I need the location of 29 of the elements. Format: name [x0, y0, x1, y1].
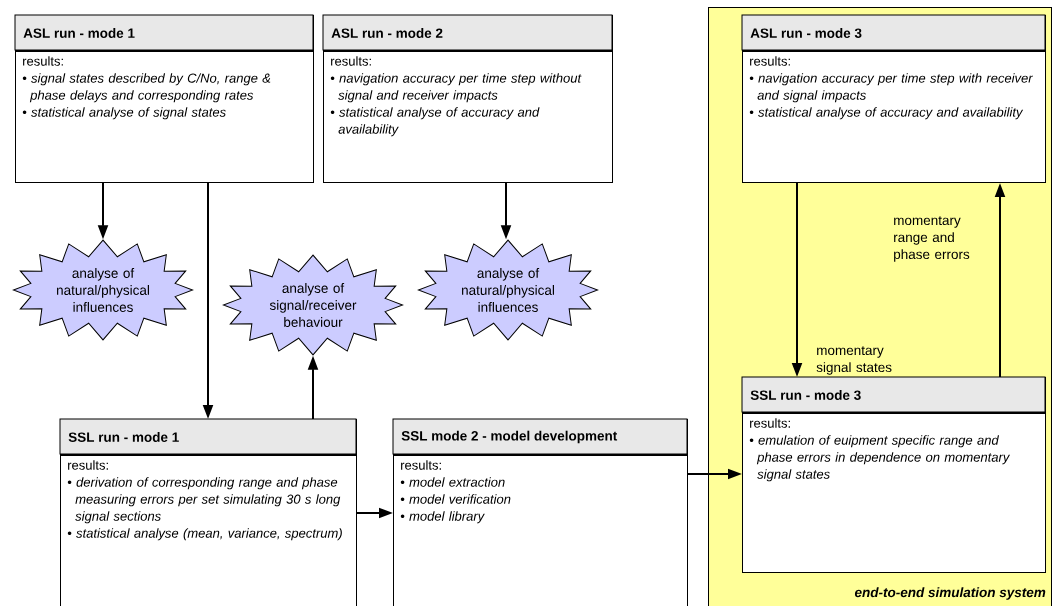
- bullet-item: • navigation accuracy per time step with receiver and signal impacts: [749, 73, 1034, 103]
- bullet-item: • statistical analyse of signal states: [22, 107, 226, 120]
- edge-label: momentary range and phase errors: [894, 216, 970, 262]
- bullet-item: • signal states described by C/No, range & phase delays and corresponding rates: [22, 73, 271, 103]
- bullet-item: • model extraction: [400, 477, 505, 487]
- box-text: results:: [750, 418, 790, 428]
- bullet-item: • statistical analyse of accuracy and availability: [330, 107, 540, 137]
- box-text: results:: [401, 460, 441, 470]
- process-box: SSL run - mode 3 results: • emulation of euipment specific range and phase errors in dependence on momentary signal states: [741, 376, 1046, 573]
- box-text: results:: [331, 56, 371, 66]
- bullet-item: • derivation of corresponding range and phase measuring errors per set simulating 30 s long signal sections: [67, 477, 341, 524]
- box-text: results:: [23, 56, 63, 66]
- box-text: results:: [68, 460, 108, 470]
- process-box: ASL run - mode 2 results: • navigation accuracy per time step without signal and receiver impacts • statistical analyse of accuracy and availability: [322, 14, 613, 183]
- starburst: analyse of natural/physical influences: [12, 239, 194, 341]
- process-box: ASL run - mode 3 results: • navigation accuracy per time step with receiver and signal impacts • statistical analyse of accuracy and availability: [741, 14, 1046, 183]
- process-box: SSL mode 2 - model development results: • model extraction • model verification • model library: [392, 418, 688, 606]
- process-box: SSL run - mode 1 results: • derivation of corresponding range and phase measuring errors per set simulating 30 s long signal sections • statistical analyse (mean, variance, spectrum): [59, 418, 357, 606]
- starburst: analyse of natural/physical influences: [417, 239, 599, 341]
- box-text: results:: [750, 56, 790, 66]
- bullet-item: • statistical analyse (mean, variance, spectrum): [67, 528, 342, 541]
- bullet-item: • model verification: [400, 494, 511, 504]
- bullet-item: • model library: [400, 511, 485, 524]
- bullet-item: • emulation of euipment specific range and phase errors in dependence on momentary signal states: [749, 435, 1010, 482]
- bullet-item: • statistical analyse of accuracy and availability: [749, 107, 1024, 120]
- process-box: ASL run - mode 1 results: • signal states described by C/No, range & phase delays and corresponding rates • statistical analyse of signal states: [14, 14, 314, 183]
- starburst: analyse of signal/receiver behaviour: [222, 254, 404, 356]
- edge-label: momentary signal states: [816, 346, 892, 375]
- bullet-item: • navigation accuracy per time step without signal and receiver impacts: [330, 73, 582, 103]
